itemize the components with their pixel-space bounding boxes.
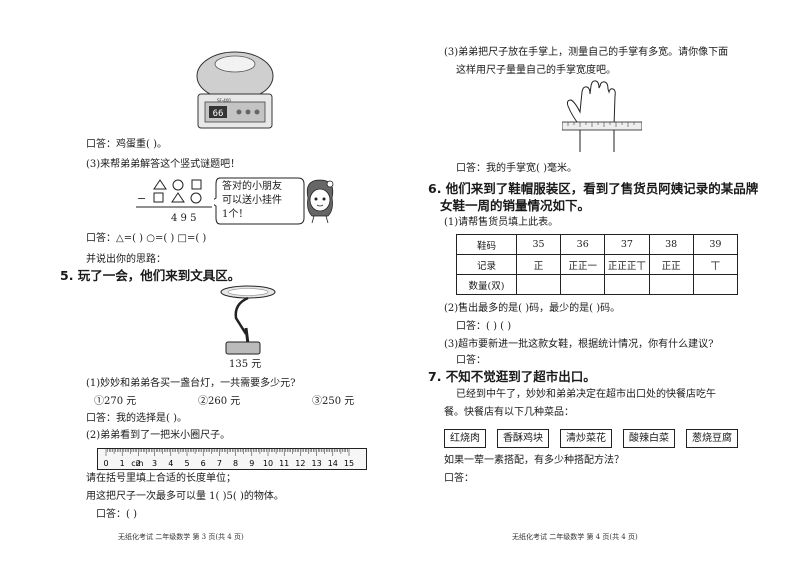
- q7-question: 如果一荤一素搭配，有多少种搭配方法？: [444, 455, 624, 466]
- table-input-cell[interactable]: [560, 274, 606, 295]
- choice-answer: 口答：我的选择是( )。: [86, 413, 187, 424]
- ruler-number: 1: [120, 459, 125, 468]
- svg-text:66: 66: [213, 109, 224, 119]
- page-3: 66 SF-400 口答：鸡蛋重( )。 (3)来帮弟弟解答这个竖式谜题吧！ −…: [60, 51, 367, 541]
- q7-text-cont: 餐。快餐店有以下几种菜品：: [444, 407, 574, 418]
- bubble-line-1: 答对的小朋友: [222, 181, 282, 192]
- vertical-puzzle: −: [136, 179, 212, 208]
- ruler-answer: 口答：( ): [96, 509, 137, 520]
- ruler-number: 4: [168, 459, 173, 468]
- q7-text: 已经到中午了，妙妙和弟弟决定在超市出口处的快餐店吃午: [456, 389, 716, 400]
- q5-2-question: (2)弟弟看到了一把米小圈尺子。: [86, 430, 231, 441]
- table-cell: 37: [604, 234, 650, 255]
- egg-weight-answer: 口答：鸡蛋重( )。: [86, 139, 167, 150]
- table-input-cell[interactable]: [692, 274, 739, 295]
- q7-answer: 口答：: [444, 473, 474, 484]
- bubble-line-2: 可以送小挂件: [222, 195, 282, 206]
- q3-question-cont: 这样用尺子量量自己的手掌宽度吧。: [456, 65, 616, 76]
- fill-unit-instruction: 请在括号里填上合适的长度单位；: [86, 473, 236, 484]
- table-cell: 36: [560, 234, 606, 255]
- q7-title: 7. 不知不觉逛到了超市出口。: [428, 369, 596, 384]
- q3-title: (3)来帮弟弟解答这个竖式谜题吧！: [86, 159, 241, 170]
- bubble-line-3: 1个！: [222, 209, 249, 220]
- svg-text:SF-400: SF-400: [217, 98, 231, 103]
- table-header-quantity: 数量(双): [456, 274, 517, 295]
- ruler-number: 6: [201, 459, 206, 468]
- dish-box: 葱烧豆腐: [686, 429, 738, 448]
- dish-list: 红烧肉香酥鸡块清炒菜花酸辣白菜葱烧豆腐: [444, 426, 738, 448]
- puzzle-sum: 4 9 5: [171, 213, 197, 224]
- hand-with-ruler-image: [562, 80, 642, 152]
- ruler-number: 13: [312, 459, 322, 468]
- table-cell: 正正一: [560, 254, 606, 275]
- table-header-record: 记录: [456, 254, 517, 275]
- speech-bubble: [214, 177, 305, 225]
- ruler-number: 9: [249, 459, 254, 468]
- dish-box: 酸辣白菜: [623, 429, 675, 448]
- table-cell: 38: [648, 234, 694, 255]
- ruler-number: 0: [103, 459, 108, 468]
- svg-text:−: −: [137, 192, 146, 205]
- ruler-number: 2: [136, 459, 141, 468]
- q6-3-question: (3)超市要新进一批这款女鞋，根据统计情况，你有什么建议?: [444, 339, 714, 350]
- table-cell: 正正: [648, 254, 694, 275]
- table-input-cell[interactable]: [648, 274, 694, 295]
- q3-question: (3)弟弟把尺子放在手掌上，测量自己的手掌有多宽。请你像下面: [444, 47, 729, 58]
- q6-3-answer: 口答：: [456, 355, 486, 366]
- table-row: 数量(双): [456, 274, 739, 295]
- ruler-number: 8: [233, 459, 238, 468]
- option-3: ③250 元: [312, 396, 355, 407]
- table-cell: 39: [692, 234, 739, 255]
- kitchen-scale-image: 66 SF-400: [196, 51, 274, 129]
- lamp-price: 135 元: [229, 359, 262, 370]
- page-footer: 无纸化考试 二年级数学 第 4 页(共 4 页): [512, 533, 638, 541]
- ruler-number: 5: [184, 459, 189, 468]
- ruler-measure-question: 用这把尺子一次最多可以量 1( )5( )的物体。: [86, 491, 284, 502]
- q6-title-cont: 女鞋一周的销量情况如下。: [440, 198, 591, 213]
- dish-box: 清炒菜花: [560, 429, 612, 448]
- option-1: ①270 元: [94, 396, 137, 407]
- table-cell: 35: [515, 234, 562, 255]
- table-cell: 正正正丅: [604, 254, 650, 275]
- ruler-number: 7: [217, 459, 222, 468]
- table-input-cell[interactable]: [604, 274, 650, 295]
- q5-1-question: (1)妙妙和弟弟各买一盏台灯，一共需要多少元?: [86, 378, 296, 389]
- page-footer: 无纸化考试 二年级数学 第 3 页(共 4 页): [118, 533, 244, 541]
- ideas-prompt: 并说出你的思路：: [86, 254, 166, 265]
- q6-title: 6. 他们来到了鞋帽服装区，看到了售货员阿姨记录的某品牌: [428, 181, 759, 196]
- table-cell: 丅: [692, 254, 739, 275]
- ruler-number: 10: [263, 459, 273, 468]
- q6-2-question: (2)售出最多的是( )码，最少的是( )码。: [444, 303, 621, 314]
- table-cell: 正: [515, 254, 562, 275]
- option-2: ②260 元: [198, 396, 241, 407]
- table-input-cell[interactable]: [515, 274, 562, 295]
- girl-character-image: [306, 179, 334, 224]
- dish-box: 红烧肉: [444, 429, 486, 448]
- ruler-number: 12: [295, 459, 305, 468]
- shape-answer: 口答：△=( ) ○=( ) □=( ): [86, 233, 207, 244]
- q6-2-answer: 口答：( ) ( ): [456, 321, 512, 332]
- ruler-unit-label: cm: [131, 459, 143, 468]
- shoe-sales-table: 鞋码 35 36 37 38 39 记录 正 正正一 正正正丅 正正 丅 数量(…: [456, 234, 739, 295]
- ruler-number: 3: [152, 459, 157, 468]
- ruler-number: 14: [328, 459, 338, 468]
- ruler-number: 11: [279, 459, 289, 468]
- dish-box: 香酥鸡块: [497, 429, 549, 448]
- table-row: 鞋码 35 36 37 38 39: [456, 234, 739, 255]
- hand-width-answer: 口答：我的手掌宽( )毫米。: [456, 163, 577, 174]
- q6-1-question: (1)请帮售货员填上此表。: [444, 217, 559, 228]
- table-header-size: 鞋码: [456, 234, 517, 255]
- q5-title: 5. 玩了一会，他们来到文具区。: [60, 268, 241, 283]
- page-4: (3)弟弟把尺子放在手掌上，测量自己的手掌有多宽。请你像下面 这样用尺子量量自己…: [400, 0, 800, 566]
- ruler-number: 15: [344, 459, 354, 468]
- desk-lamp-image: [220, 285, 276, 355]
- table-row: 记录 正 正正一 正正正丅 正正 丅: [456, 254, 739, 275]
